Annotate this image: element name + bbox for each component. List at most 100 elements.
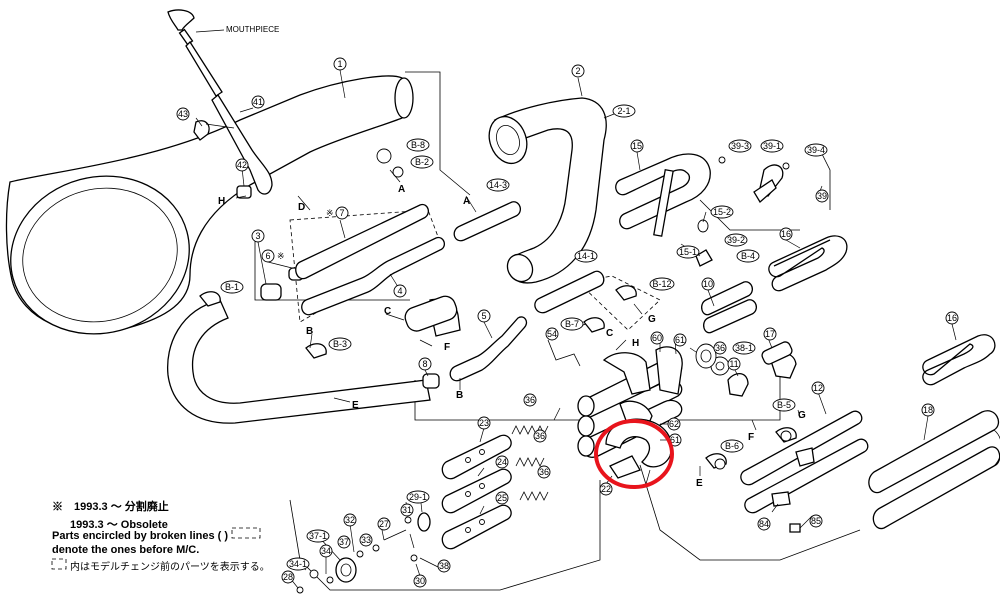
svg-text:22: 22	[601, 484, 611, 494]
svg-text:B-2: B-2	[415, 157, 429, 167]
callout-28: 28	[281, 570, 295, 584]
tubes-14	[453, 201, 605, 314]
letter-c-1: C	[384, 306, 391, 317]
callout-61a: 61	[673, 333, 687, 347]
svg-text:7: 7	[339, 208, 344, 218]
svg-text:36: 36	[535, 431, 545, 441]
callout-54: 54	[545, 327, 559, 341]
callout-16-lower: 16	[945, 311, 959, 325]
svg-text:37: 37	[339, 537, 349, 547]
letter-a-1: A	[398, 184, 405, 195]
svg-text:B-6: B-6	[725, 441, 739, 451]
letter-g-1: G	[648, 314, 656, 325]
callout-10: 10	[701, 277, 715, 291]
callout-2-1: 2-1	[612, 104, 636, 118]
slide-16-upper	[768, 235, 848, 292]
svg-text:11: 11	[729, 359, 738, 369]
bell-section	[5, 75, 461, 424]
callout-36c: 36	[537, 465, 551, 479]
svg-text:1: 1	[337, 59, 342, 69]
letter-arrows	[235, 169, 801, 476]
svg-text:16: 16	[781, 229, 791, 239]
tubes-7-4	[295, 203, 446, 316]
callout-62: 62	[667, 417, 681, 431]
svg-text:24: 24	[497, 457, 507, 467]
note-line-2: 1993.3 ～ Obsolete	[70, 519, 168, 531]
leader-lines	[195, 69, 957, 589]
callout-6: 6	[261, 249, 275, 263]
callout-33: 33	[359, 533, 373, 547]
letter-c-2: C	[606, 328, 613, 339]
svg-text:28: 28	[283, 572, 293, 582]
callout-31: 31	[400, 503, 414, 517]
letter-d: D	[298, 202, 305, 213]
svg-text:60: 60	[652, 333, 662, 343]
callout-5: 5	[477, 309, 491, 323]
callout-38: 38	[437, 559, 451, 573]
callout-39-2: 39-2	[724, 233, 748, 247]
svg-text:33: 33	[361, 535, 371, 545]
callout-2: 2	[571, 64, 585, 78]
spring-clip-54	[547, 339, 581, 367]
svg-text:29-1: 29-1	[409, 492, 427, 502]
letter-e-2: E	[696, 478, 703, 489]
tube-5	[422, 316, 528, 389]
callout-b-5: B-5	[772, 398, 796, 412]
svg-text:3: 3	[255, 231, 260, 241]
callout-b-2: B-2	[410, 155, 434, 169]
svg-text:B-7: B-7	[565, 319, 579, 329]
callout-60: 60	[650, 331, 664, 345]
svg-text:25: 25	[497, 493, 507, 503]
callout-36b: 36	[533, 429, 547, 443]
svg-text:36: 36	[539, 467, 549, 477]
callout-8: 8	[418, 357, 432, 371]
callout-b-8: B-8	[406, 138, 430, 152]
callout-4: 4	[393, 284, 407, 298]
callout-27: 27	[377, 517, 391, 531]
svg-text:2-1: 2-1	[617, 106, 630, 116]
callout-36a: 36	[523, 393, 537, 407]
svg-text:31: 31	[402, 505, 412, 515]
callout-41: 41	[251, 95, 265, 109]
callout-25: 25	[495, 491, 509, 505]
svg-text:39-4: 39-4	[807, 145, 825, 155]
svg-text:15: 15	[632, 141, 642, 151]
valve-caps	[296, 512, 431, 594]
svg-text:39-3: 39-3	[731, 141, 749, 151]
main-bow-2	[488, 97, 607, 284]
svg-text:32: 32	[345, 515, 355, 525]
svg-text:27: 27	[379, 519, 389, 529]
svg-text:14-3: 14-3	[489, 180, 507, 190]
svg-text:B-1: B-1	[225, 282, 239, 292]
svg-text:6: 6	[265, 251, 270, 261]
callout-39-3: 39-3	[728, 139, 752, 153]
callout-37: 37	[337, 535, 351, 549]
svg-text:34: 34	[321, 546, 331, 556]
letter-g-2: G	[798, 410, 806, 421]
svg-text:4: 4	[397, 286, 402, 296]
svg-text:38-1: 38-1	[735, 343, 753, 353]
callout-38-1: 38-1	[732, 341, 756, 355]
callout-7: 7	[335, 206, 349, 220]
slide-15	[615, 153, 713, 267]
svg-text:23: 23	[479, 418, 489, 428]
letter-b-2: B	[456, 390, 463, 401]
svg-text:12: 12	[813, 383, 823, 393]
svg-text:10: 10	[703, 279, 713, 289]
callout-17: 17	[763, 327, 777, 341]
svg-text:37-1: 37-1	[309, 531, 327, 541]
highlighted-bow-22	[605, 418, 673, 479]
valve-pistons	[441, 434, 512, 550]
callout-43: 43	[176, 107, 190, 121]
callout-29-1: 29-1	[406, 490, 430, 504]
svg-text:B-3: B-3	[333, 339, 347, 349]
note-line-4: denote the ones before M/C.	[52, 544, 200, 556]
callout-39-1: 39-1	[760, 139, 784, 153]
svg-text:85: 85	[811, 516, 821, 526]
svg-text:38: 38	[439, 561, 449, 571]
svg-text:42: 42	[237, 160, 247, 170]
svg-text:39: 39	[817, 191, 827, 201]
callout-14-1: 14-1	[574, 249, 598, 263]
svg-text:17: 17	[765, 329, 775, 339]
